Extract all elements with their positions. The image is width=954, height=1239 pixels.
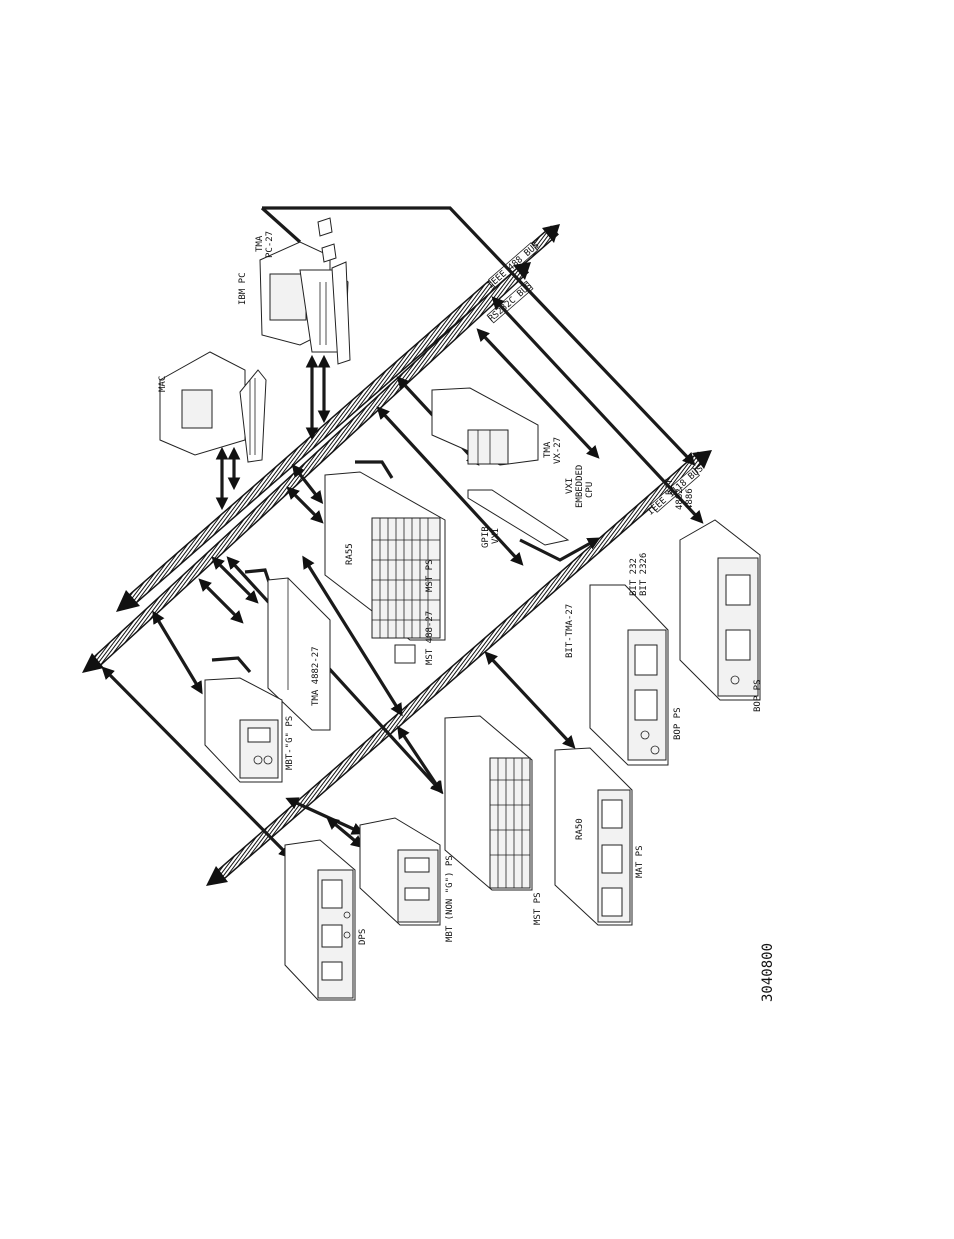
bit-232-label-line1: BIT 232 — [629, 558, 639, 596]
tma-pc-27-card: TMA PC-27 — [255, 217, 337, 263]
ibm-pc-label: IBM PC — [238, 272, 248, 305]
bus-arrow-left-icon — [116, 590, 140, 612]
mst-ps-rack: MST PS — [444, 715, 543, 925]
cables — [101, 206, 704, 859]
mbt-g-ps: MBT-"G" PS — [204, 677, 295, 783]
vxi-embedded-cpu: VXI EMBEDDED CPU — [565, 465, 595, 508]
tma-pc-27-label-line1: TMA — [255, 235, 265, 252]
bit-4882-label-line3: 4886 — [685, 488, 695, 510]
bit-4882-label-line2: 4882 — [675, 488, 685, 510]
tma-vx27-label-line1: TMA — [543, 441, 553, 458]
tma-pc-27-label-line2: PC-27 — [265, 231, 275, 258]
mst-ps-label: MST PS — [533, 892, 543, 925]
bit-4882-label-line1: BIT — [665, 478, 675, 495]
gpib-vxi-card: GPIB VXI — [467, 489, 570, 548]
mbt-non-g-ps: MBT (NON "G") PS — [359, 817, 455, 942]
mac-computer: MAC — [158, 351, 267, 463]
ra50-label: RA50 — [575, 818, 585, 840]
bit-232-label-line2: BIT 2326 — [639, 553, 649, 596]
vxi-cpu-label-line3: CPU — [585, 482, 595, 498]
bop-ps-front-label: BOP PS — [673, 707, 683, 740]
ra55-rack: RA55 MST PS MST 488-27 — [324, 471, 446, 665]
tma-vx27-label-line2: VX-27 — [553, 437, 563, 464]
figure-id: 3040800 — [760, 943, 776, 1002]
bop-ps-back: BIT 232 BIT 2326 BIT 4882 4886 BOP PS — [629, 478, 763, 712]
dps-unit: DPS — [284, 839, 368, 1001]
tma-4882-unit: TMA 4882-27 — [267, 577, 331, 731]
bus-arrow-left-icon — [82, 653, 104, 673]
tma-4882-label: TMA 4882-27 — [311, 646, 321, 706]
mbt-non-g-ps-label: MBT (NON "G") PS — [445, 855, 455, 942]
bus-arrow-left-icon — [206, 866, 228, 886]
bop-ps-back-label: BOP PS — [753, 679, 763, 712]
mst-ps-top-label: MST PS — [425, 559, 435, 592]
ra50-rack: RA50 MAT PS — [554, 747, 645, 926]
bus-arrow-right-icon — [542, 224, 560, 243]
bop-ps-front: BIT-TMA-27 BOP PS — [565, 584, 683, 766]
mat-ps-label: MAT PS — [635, 845, 645, 878]
vxi-cpu-label-line1: VXI — [565, 478, 575, 494]
ra55-label: RA55 — [345, 543, 355, 565]
ibm-pc-computer: IBM PC — [238, 241, 351, 365]
vxi-cpu-label-line2: EMBEDDED — [575, 465, 585, 508]
dps-label: DPS — [358, 929, 368, 945]
tma-vx27-chassis: TMA VX-27 — [431, 387, 563, 466]
mst-488-label: MST 488-27 — [425, 611, 435, 665]
gpib-vxi-label-line1: GPIB — [481, 526, 491, 548]
bus-arrow-right-icon — [513, 262, 531, 280]
mbt-g-ps-label: MBT-"G" PS — [285, 716, 295, 770]
mac-label: MAC — [158, 376, 168, 392]
bit-tma-label: BIT-TMA-27 — [565, 604, 575, 658]
gpib-vxi-label-line2: VXI — [491, 528, 501, 544]
